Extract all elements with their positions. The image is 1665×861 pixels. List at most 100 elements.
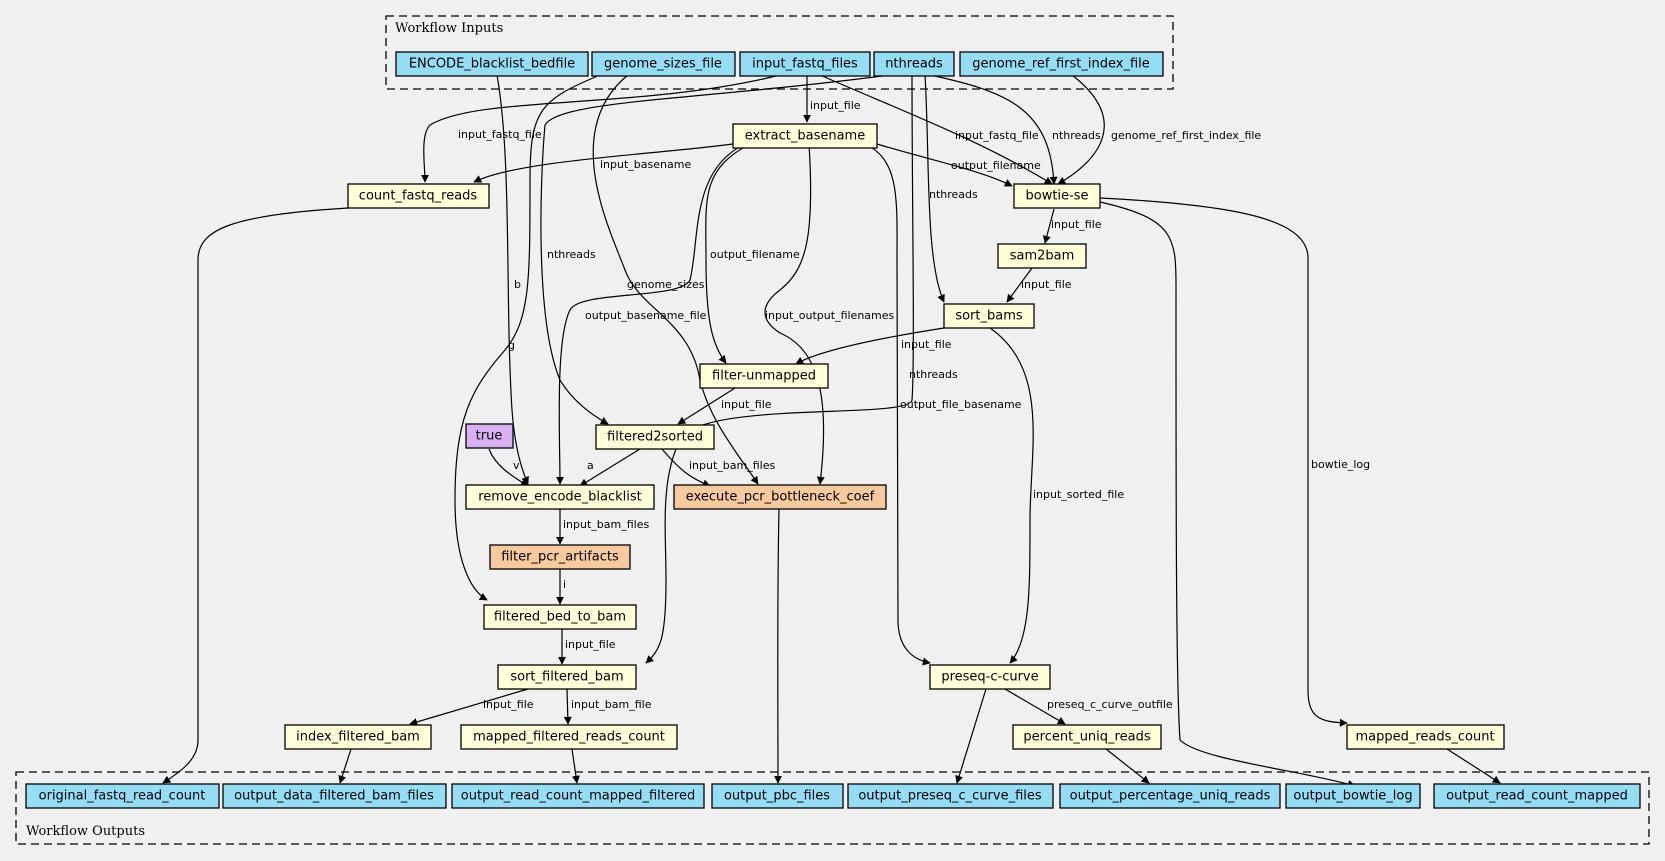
node-step-filtered-bed-to-bam[interactable]: filtered_bed_to_bam — [483, 604, 637, 630]
node-output-read-count-mapped-filtered[interactable]: output_read_count_mapped_filtered — [451, 783, 705, 809]
node-step-percent-uniq-reads[interactable]: percent_uniq_reads — [1012, 724, 1162, 750]
edge-count-to-out — [162, 207, 349, 784]
edge-sortfilt-to-index — [409, 688, 529, 726]
cluster-inputs-label: Workflow Inputs — [395, 21, 503, 36]
node-label: output_data_filtered_bam_files — [234, 789, 434, 804]
node-step-remove-encode-blacklist[interactable]: remove_encode_blacklist — [465, 484, 655, 510]
edge-mapped-to-out — [1446, 748, 1501, 784]
node-label: bowtie-se — [1025, 189, 1088, 204]
node-step-extract-basename[interactable]: extract_basename — [732, 123, 878, 149]
node-step-mapped-filtered-reads-count[interactable]: mapped_filtered_reads_count — [460, 724, 678, 750]
edge-label-fastq-to-count: input_fastq_file — [458, 128, 542, 141]
edge-label-extract-to-unmapped: output_filename — [710, 248, 800, 261]
edge-label-genome-to-bed2bam: g — [508, 339, 515, 352]
edge-label-genome-to-pcr: genome_sizes — [627, 278, 705, 291]
node-input-genome-sizes[interactable]: genome_sizes_file — [591, 51, 736, 77]
node-output-original-fastq-read-count[interactable]: original_fastq_read_count — [25, 783, 220, 809]
node-step-execute-pcr-bottleneck-coef[interactable]: execute_pcr_bottleneck_coef — [673, 484, 887, 510]
edge-label-filterpcr-to-bed2bam: i — [563, 578, 566, 591]
edge-label-bowtie-to-mapped: bowtie_log — [1311, 458, 1370, 471]
node-input-genome-ref[interactable]: genome_ref_first_index_file — [959, 51, 1164, 77]
edge-sortfilt-to-mfrc — [563, 688, 572, 725]
node-label: filtered2sorted — [607, 430, 703, 445]
edge-sort-to-unmapped — [795, 327, 945, 365]
edge-label-f2s-to-remove: a — [587, 459, 594, 472]
cluster-workflow-outputs: Workflow Outputs — [15, 771, 1650, 845]
edge-nthreads-to-sortfilt — [645, 74, 914, 664]
edge-label-fastq-to-extract: input_file — [810, 99, 861, 112]
edge-extract-to-count — [473, 143, 734, 183]
edge-label-nthreads-to-f2s: nthreads — [547, 248, 596, 261]
node-input-blacklist[interactable]: ENCODE_blacklist_bedfile — [395, 51, 589, 77]
edge-pct-to-out — [1105, 748, 1150, 784]
node-output-bowtie-log[interactable]: output_bowtie_log — [1285, 783, 1421, 809]
node-label: percent_uniq_reads — [1023, 730, 1150, 745]
edge-label-bed2bam-to-sortfilt: input_file — [565, 638, 616, 651]
node-step-preseq-c-curve[interactable]: preseq-c-curve — [929, 664, 1051, 690]
node-label: sam2bam — [1010, 249, 1075, 264]
edge-label-f2s-to-pcr: input_bam_files — [689, 459, 775, 472]
node-output-read-count-mapped[interactable]: output_read_count_mapped — [1433, 783, 1641, 809]
node-step-mapped-reads-count[interactable]: mapped_reads_count — [1346, 724, 1505, 750]
node-label: mapped_reads_count — [1355, 730, 1494, 745]
edge-fastq-to-count — [420, 74, 781, 183]
node-step-sort-bams[interactable]: sort_bams — [943, 303, 1035, 329]
node-label: output_pbc_files — [724, 789, 830, 804]
node-label: sort_bams — [955, 309, 1023, 324]
node-step-sam2bam[interactable]: sam2bam — [997, 243, 1087, 269]
edge-f2s-to-pcr — [661, 448, 711, 488]
edge-extract-to-preseq — [864, 143, 931, 666]
node-label: original_fastq_read_count — [39, 789, 206, 804]
edge-label-extract-to-remove: output_basename_file — [585, 309, 707, 322]
node-output-pbc-files[interactable]: output_pbc_files — [711, 783, 844, 809]
node-input-nthreads[interactable]: nthreads — [873, 51, 955, 77]
edge-label-true-to-remove: v — [513, 459, 520, 472]
node-label: ENCODE_blacklist_bedfile — [409, 57, 575, 72]
edge-index-to-out — [338, 748, 352, 784]
node-output-preseq-c-curve-files[interactable]: output_preseq_c_curve_files — [847, 783, 1054, 809]
edge-label-nthreads-to-bowtie: nthreads — [1052, 129, 1101, 142]
node-label: genome_sizes_file — [604, 57, 722, 72]
node-step-filter-pcr-artifacts[interactable]: filter_pcr_artifacts — [489, 544, 631, 570]
node-input-fastq[interactable]: input_fastq_files — [739, 51, 871, 77]
edge-ref-to-bowtie — [1057, 74, 1105, 185]
edge-label-extract-to-preseq: output_file_basename — [900, 398, 1022, 411]
edge-nthreads-to-sort — [924, 74, 945, 303]
edge-label-extract-to-count: input_basename — [600, 158, 691, 171]
node-label: execute_pcr_bottleneck_coef — [686, 490, 875, 505]
edge-unmapped-to-f2s — [677, 387, 736, 425]
node-step-filtered2sorted[interactable]: filtered2sorted — [595, 424, 715, 450]
node-label: true — [476, 429, 503, 444]
node-step-count-fastq-reads[interactable]: count_fastq_reads — [347, 183, 490, 209]
node-constant-true[interactable]: true — [465, 423, 514, 449]
node-output-percentage-uniq-reads[interactable]: output_percentage_uniq_reads — [1059, 783, 1281, 809]
node-label: preseq-c-curve — [941, 670, 1038, 685]
edge-extract-to-remove — [555, 143, 746, 485]
node-label: sort_filtered_bam — [510, 670, 623, 685]
node-step-index-filtered-bam[interactable]: index_filtered_bam — [284, 724, 432, 750]
node-label: output_preseq_c_curve_files — [858, 789, 1042, 804]
edge-label-remove-to-filterpcr: input_bam_files — [563, 518, 649, 531]
node-output-data-filtered-bam-files[interactable]: output_data_filtered_bam_files — [222, 783, 447, 809]
edge-sam2bam-to-sort — [1006, 267, 1033, 303]
edge-label-bowtie-to-sam2bam: input_file — [1051, 218, 1102, 231]
node-label: remove_encode_blacklist — [478, 490, 642, 505]
node-step-bowtie-se[interactable]: bowtie-se — [1013, 183, 1101, 209]
edge-genome-to-pcr — [592, 74, 759, 485]
edge-label-sortfilt-to-index: input_file — [483, 698, 534, 711]
node-label: output_read_count_mapped_filtered — [461, 789, 695, 804]
edge-label-sort-to-unmapped: input_file — [901, 338, 952, 351]
node-label: filtered_bed_to_bam — [494, 610, 626, 625]
node-label: filter_pcr_artifacts — [501, 550, 619, 565]
edges: input_file input_fastq_file input_basena… — [162, 74, 1501, 788]
edge-label-extract-to-bowtie: output_filename — [951, 159, 1041, 172]
node-step-sort-filtered-bam[interactable]: sort_filtered_bam — [497, 664, 637, 690]
node-label: count_fastq_reads — [359, 189, 478, 204]
edge-nthreads-to-bowtie — [929, 74, 1058, 185]
edge-genome-to-bed2bam — [454, 74, 601, 601]
edge-bowtie-to-log — [1099, 201, 1356, 788]
node-label: index_filtered_bam — [296, 730, 420, 745]
edge-fastq-to-bowtie — [819, 74, 1053, 185]
node-step-filter-unmapped[interactable]: filter-unmapped — [699, 363, 829, 389]
